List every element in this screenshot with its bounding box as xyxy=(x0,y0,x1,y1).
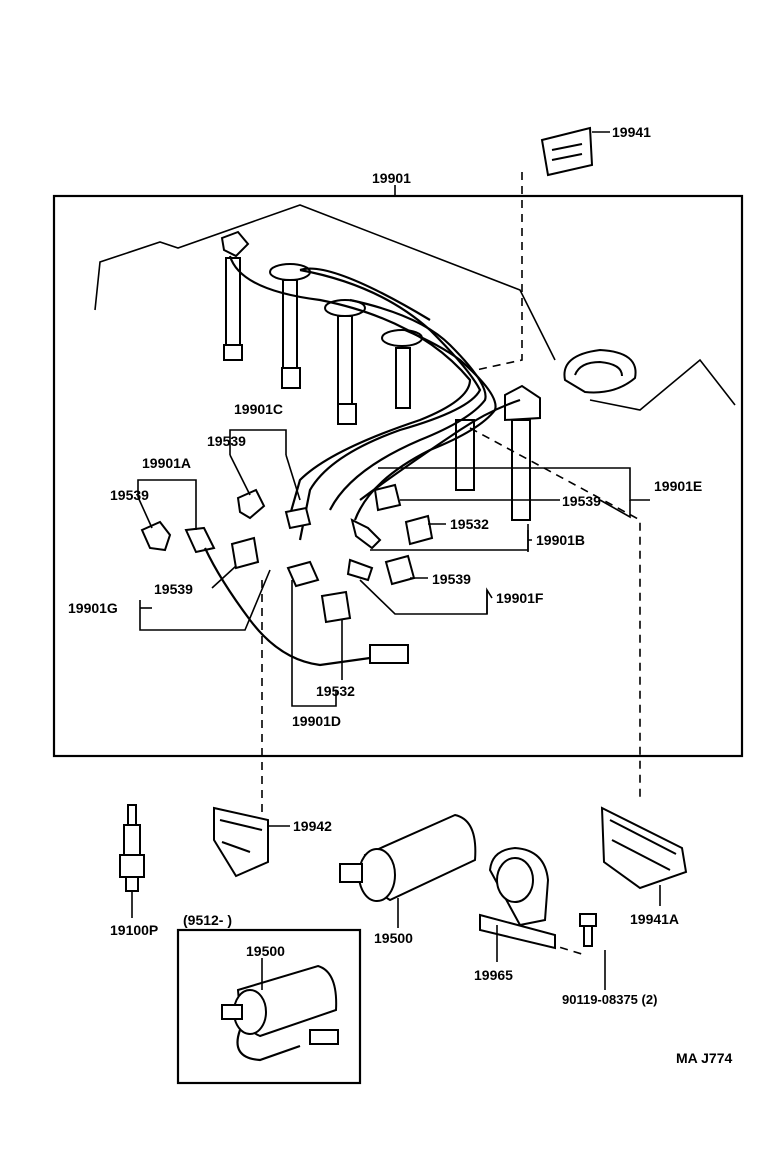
engine-head-outline xyxy=(94,204,736,411)
clamp-19941 xyxy=(540,126,610,177)
small-parts xyxy=(140,483,434,667)
coil-bracket-19965 xyxy=(479,846,556,962)
cord-set-frame xyxy=(52,194,744,758)
label-19901: 19901 xyxy=(372,170,411,186)
label-19901B: 19901B xyxy=(536,532,585,548)
label-19500: 19500 xyxy=(374,930,413,946)
callouts xyxy=(137,429,650,707)
inset-frame xyxy=(176,928,362,1085)
label-19539-g: 19539 xyxy=(154,581,193,597)
label-19532-d: 19532 xyxy=(316,683,355,699)
bolt-90119 xyxy=(579,913,606,990)
clamp-19941A xyxy=(600,806,688,906)
plug-boots xyxy=(220,230,541,521)
label-19539-a: 19539 xyxy=(110,487,149,503)
label-19901A: 19901A xyxy=(142,455,191,471)
label-90119: 90119-08375 (2) xyxy=(562,992,657,1007)
label-19532-b: 19532 xyxy=(450,516,489,532)
label-19901F: 19901F xyxy=(496,590,544,606)
label-19941A: 19941A xyxy=(630,911,679,927)
high-tension-cords xyxy=(228,255,521,541)
label-19901G: 19901G xyxy=(68,600,118,616)
label-19539-f: 19539 xyxy=(432,571,471,587)
label-19901D: 19901D xyxy=(292,713,341,729)
label-19539-e: 19539 xyxy=(562,493,601,509)
label-19901E: 19901E xyxy=(654,478,702,494)
label-19942: 19942 xyxy=(293,818,332,834)
label-9512: (9512- ) xyxy=(183,912,232,928)
diagram-code: MA J774 xyxy=(676,1050,733,1066)
label-19100P: 19100P xyxy=(110,922,158,938)
clamp-19942 xyxy=(213,806,290,878)
label-19901C: 19901C xyxy=(234,401,283,417)
label-19500-inset: 19500 xyxy=(246,943,285,959)
label-19539-c: 19539 xyxy=(207,433,246,449)
ignition-coil-19500 xyxy=(339,813,477,928)
ignition-coil-inset xyxy=(221,958,339,1062)
label-19965: 19965 xyxy=(474,967,513,983)
label-19941: 19941 xyxy=(612,124,651,140)
spark-plug-19100P xyxy=(119,804,145,918)
